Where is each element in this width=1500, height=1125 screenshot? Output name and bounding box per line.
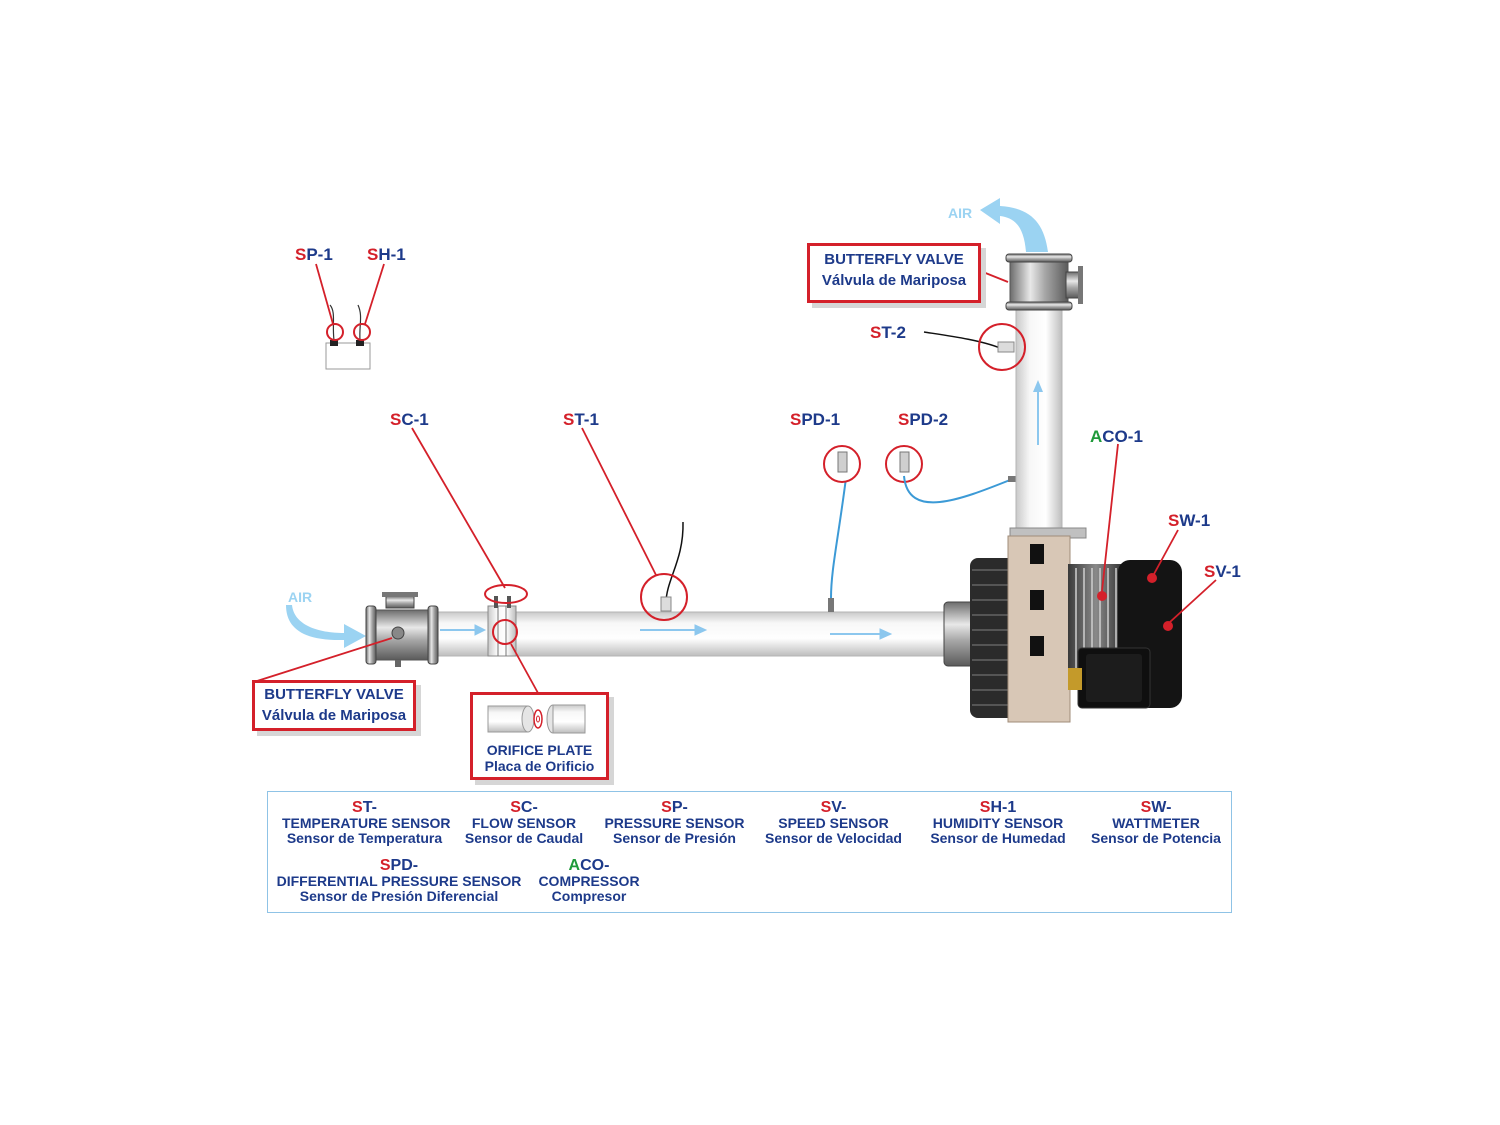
callout-subtitle: Válvula de Mariposa [821,272,967,289]
callout-subtitle: Válvula de Mariposa [261,707,407,724]
air-inlet-label: AIR [288,589,313,605]
outlet-butterfly-valve [977,253,1083,311]
callout-title: BUTTERFLY VALVE [824,251,964,268]
st2-sensor [923,323,1026,371]
spd-sensors [823,445,1016,612]
tag-st2: ST-2 [870,323,906,342]
tag-sv1: SV-1 [1204,562,1241,581]
orifice-plate-illustration [487,704,586,734]
tag-spd2: SPD-2 [898,410,949,429]
orifice-plate-assembly [411,427,539,694]
ambient-sensor-box [315,263,385,370]
tag-sc1: SC-1 [390,410,429,429]
tag-sp1: SP-1 [295,245,333,264]
st1-sensor [581,427,688,621]
air-outlet-label: AIR [948,205,973,221]
callout-title: BUTTERFLY VALVE [264,686,404,703]
compressor-motor-unit [943,443,1217,723]
callout-outlet-butterfly-valve: BUTTERFLY VALVE Válvula de Mariposa [807,243,981,303]
callout-subtitle: Placa de Orificio [484,758,595,774]
inlet-air-arrow [286,605,366,648]
callout-inlet-butterfly-valve: BUTTERFLY VALVE Válvula de Mariposa [252,680,416,731]
callout-title: ORIFICE PLATE [486,742,593,758]
tag-spd1: SPD-1 [790,410,841,429]
outlet-air-arrow [980,198,1048,252]
tag-st1: ST-1 [563,410,599,429]
tag-aco1: ACO-1 [1090,427,1143,446]
callout-orifice-plate: ORIFICE PLATE Placa de Orificio [470,692,609,780]
inlet-butterfly-valve [253,592,439,683]
tag-sw1: SW-1 [1168,511,1211,530]
tag-sh1: SH-1 [367,245,406,264]
